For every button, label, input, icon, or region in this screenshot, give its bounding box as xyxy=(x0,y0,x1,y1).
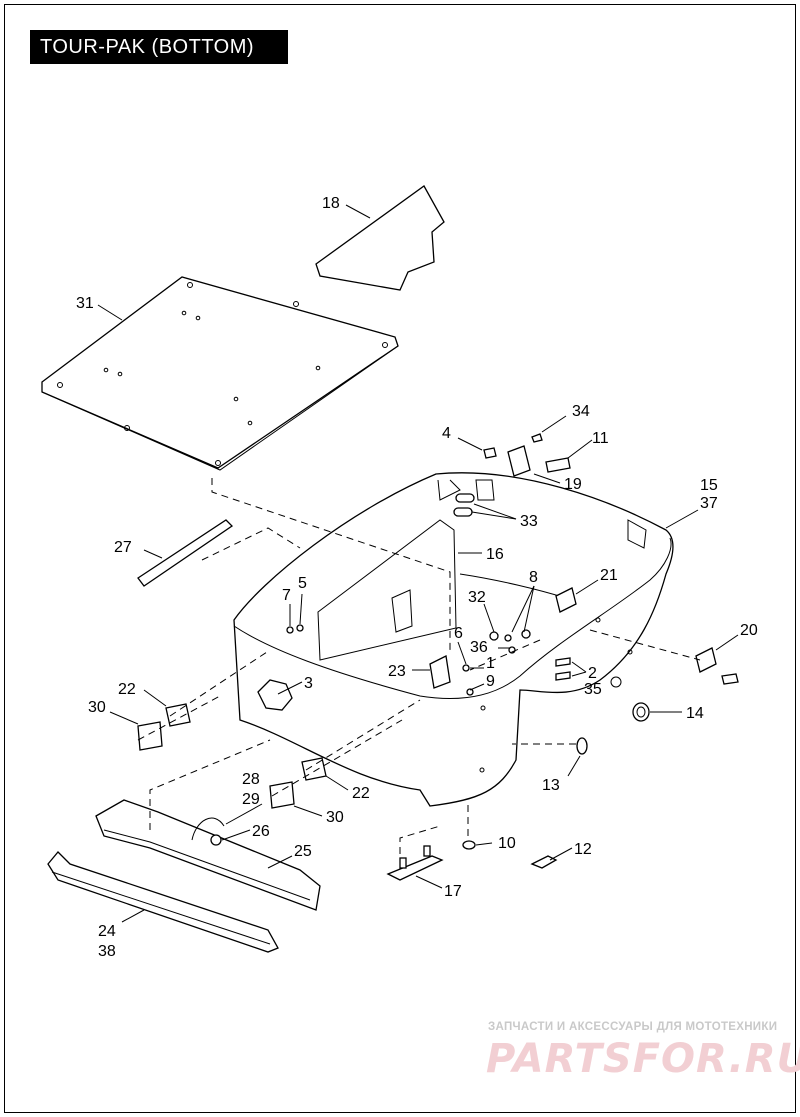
watermark-logo: PARTSFOR.RU xyxy=(486,1036,800,1082)
callout-6: 6 xyxy=(454,625,463,642)
part-24-reflector xyxy=(47,851,279,953)
watermark-caption: ЗАПЧАСТИ И АКСЕССУАРЫ ДЛЯ МОТОТЕХНИКИ xyxy=(488,1021,778,1033)
assembly-lines xyxy=(137,478,701,866)
part-31-mat xyxy=(41,276,399,471)
callout-5: 5 xyxy=(298,575,307,592)
callout-38: 38 xyxy=(98,943,116,960)
part-22-30-right xyxy=(269,757,327,809)
callout-12: 12 xyxy=(574,841,592,858)
part-3-latch xyxy=(257,679,293,711)
callout-14: 14 xyxy=(686,705,704,722)
callout-30-left: 30 xyxy=(88,699,106,716)
callout-33: 33 xyxy=(520,513,538,530)
callout-30-right: 30 xyxy=(326,809,344,826)
part-21-plate xyxy=(555,587,577,613)
callout-31: 31 xyxy=(76,295,94,312)
hinge-assembly xyxy=(483,433,571,477)
callout-numbers: 18 31 34 4 11 19 15 37 33 27 16 8 21 5 7… xyxy=(76,195,758,960)
callout-8: 8 xyxy=(529,569,538,586)
callout-22-right: 22 xyxy=(352,785,370,802)
callout-28: 28 xyxy=(242,771,260,788)
callout-19: 19 xyxy=(564,476,582,493)
callout-36: 36 xyxy=(470,639,488,656)
diagram-title: TOUR-PAK (BOTTOM) xyxy=(30,30,288,64)
part-22-30-left xyxy=(137,703,191,751)
callout-35: 35 xyxy=(584,681,602,698)
part-25-rail xyxy=(95,799,321,911)
part-18-liner xyxy=(315,185,445,291)
part-12-clip xyxy=(530,855,558,869)
callout-13: 13 xyxy=(542,777,560,794)
callout-9: 9 xyxy=(486,673,495,690)
callout-27: 27 xyxy=(114,539,132,556)
callout-15: 15 xyxy=(700,477,718,494)
tour-pak-body xyxy=(233,472,674,807)
part-13-plug xyxy=(576,737,588,755)
callout-25: 25 xyxy=(294,843,312,860)
callout-2: 2 xyxy=(588,665,597,682)
callout-1: 1 xyxy=(486,655,495,672)
callout-16: 16 xyxy=(486,546,504,563)
callout-10: 10 xyxy=(498,835,516,852)
callout-22-left: 22 xyxy=(118,681,136,698)
part-20-plate xyxy=(695,647,739,685)
callout-17: 17 xyxy=(444,883,462,900)
part-14-grommet xyxy=(632,702,650,722)
part-17-base xyxy=(386,845,444,881)
callout-37: 37 xyxy=(700,495,718,512)
callout-24: 24 xyxy=(98,923,116,940)
leader-lines xyxy=(97,204,739,923)
part-33-slots xyxy=(453,493,475,517)
callout-21: 21 xyxy=(600,567,618,584)
part-27-strip xyxy=(137,519,234,587)
callout-18: 18 xyxy=(322,195,340,212)
part-10-nut xyxy=(462,840,476,850)
callout-32: 32 xyxy=(468,589,486,606)
callout-34: 34 xyxy=(572,403,590,420)
callout-7: 7 xyxy=(282,587,291,604)
callout-26: 26 xyxy=(252,823,270,840)
callout-4: 4 xyxy=(442,425,451,442)
part-23-bracket xyxy=(429,655,451,689)
callout-23: 23 xyxy=(388,663,406,680)
callout-3: 3 xyxy=(304,675,313,692)
part-26-29-wiring xyxy=(191,817,225,846)
callout-29: 29 xyxy=(242,791,260,808)
callout-20: 20 xyxy=(740,622,758,639)
diagram-border xyxy=(4,4,796,1113)
callout-11: 11 xyxy=(592,430,609,447)
